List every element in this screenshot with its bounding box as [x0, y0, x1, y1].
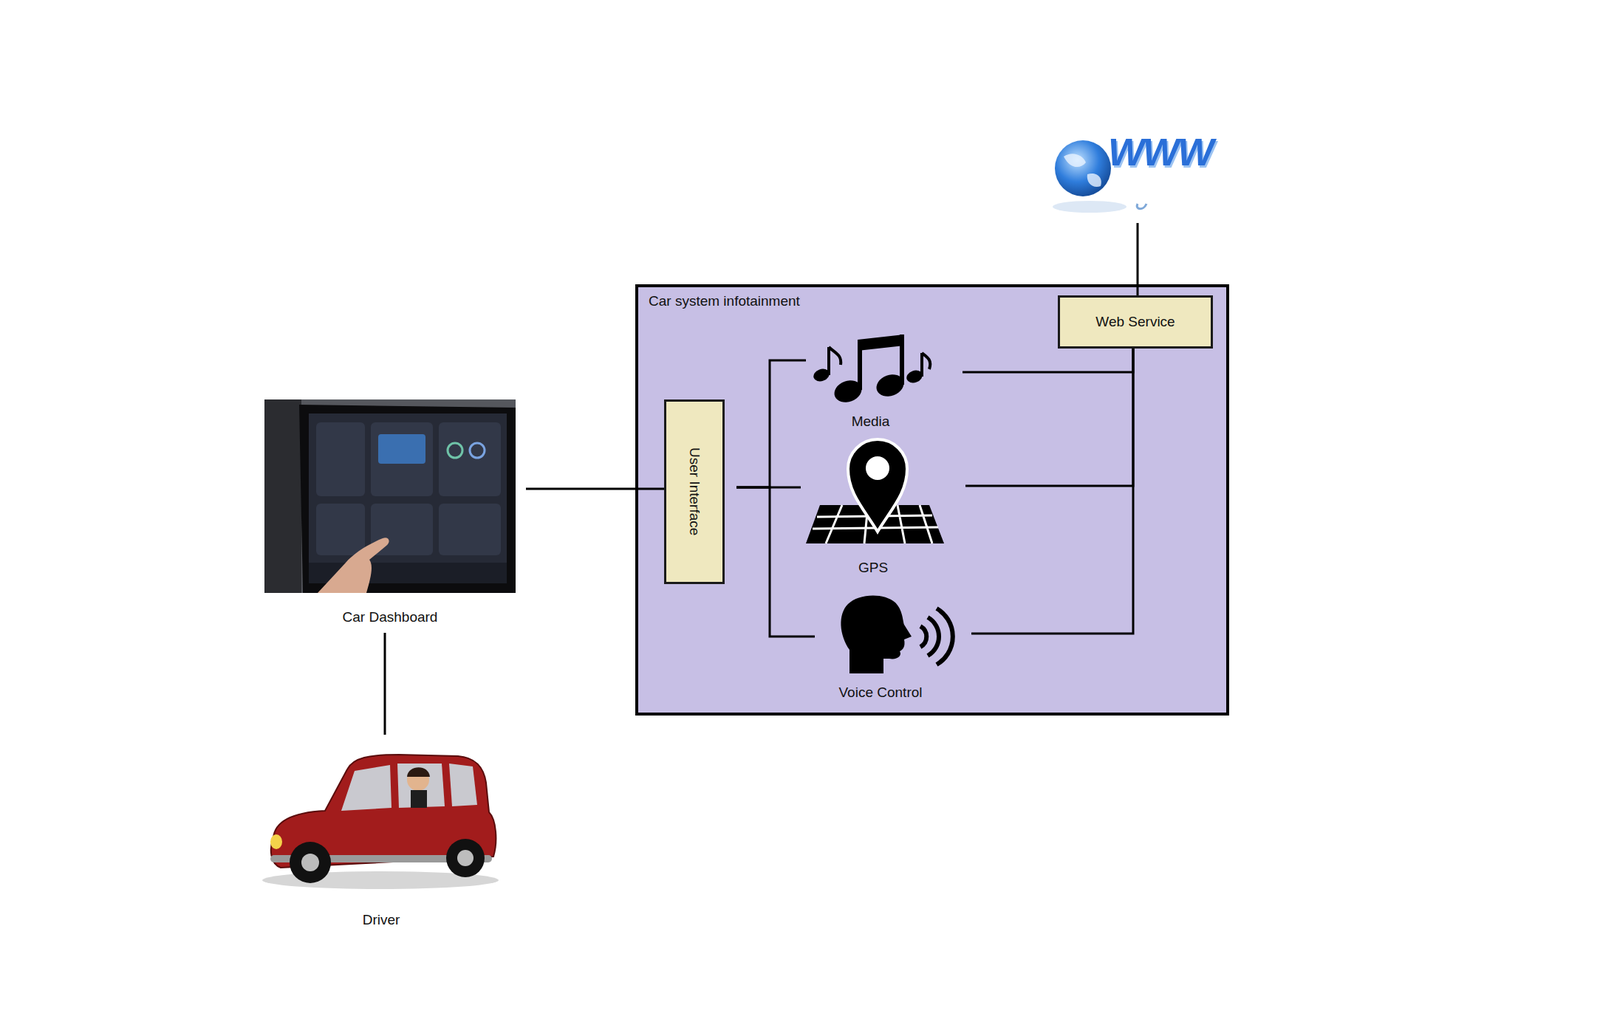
dashboard-photo: [316, 503, 365, 556]
dashboard-photo: [264, 399, 516, 594]
www-label: WWW: [1108, 132, 1213, 172]
car-illustration: [262, 754, 499, 890]
dashboard-photo: [370, 422, 433, 497]
connector-line: [384, 633, 387, 735]
infotainment-panel: [636, 285, 1228, 715]
car-illustration: [407, 767, 430, 778]
node-label: GPS: [858, 559, 888, 577]
car-illustration: [446, 839, 485, 878]
web-link-line: [1136, 223, 1140, 296]
gps-node: GPS: [800, 438, 946, 581]
gps-icon: [805, 439, 945, 544]
media-icon: [920, 353, 924, 377]
connector-line: [965, 348, 1134, 487]
dashboard-photo: [438, 503, 501, 556]
dashboard-photo: [299, 404, 516, 594]
globe-icon: [1054, 140, 1111, 197]
dashboard-photo: [264, 399, 302, 594]
car-illustration: [449, 763, 478, 807]
dashboard-photo: [447, 443, 463, 458]
car-illustration: [301, 853, 320, 872]
node-label: User Interface: [686, 447, 703, 536]
globe-icon: [1136, 203, 1147, 210]
globe-icon: [1063, 153, 1102, 187]
media-icon: [857, 334, 905, 351]
media-icon: [828, 347, 841, 365]
car-illustration: [457, 850, 474, 867]
dashboard-photo: [308, 413, 507, 584]
voice-node: Voice Control: [814, 594, 947, 706]
voice-icon: [936, 608, 953, 665]
node-label: Media: [851, 413, 891, 430]
globe-icon: [1052, 200, 1127, 213]
voice-icon: [927, 617, 939, 656]
gps-icon: [848, 439, 908, 532]
dashboard-photo: [469, 443, 485, 458]
dashboard-photo: [378, 434, 426, 464]
media-icon: [827, 347, 831, 376]
node-label: Car Dashboard: [342, 609, 439, 626]
node-label: Web Service: [1095, 313, 1175, 331]
connector-line: [971, 348, 1134, 634]
dashboard-photo: [316, 422, 365, 497]
car-illustration: [270, 834, 283, 850]
voice-icon: [920, 626, 927, 648]
voice-icon: [840, 595, 912, 674]
interface-box: User Interface: [664, 399, 725, 585]
dashboard-photo: [317, 537, 390, 594]
gps-icon: [865, 456, 890, 481]
service-box: Web Service: [1057, 295, 1213, 349]
connector-line: [525, 488, 665, 491]
node-label: Voice Control: [838, 684, 922, 702]
car-illustration: [410, 790, 427, 809]
voice-icon: [840, 595, 953, 674]
node-label: Driver: [362, 912, 401, 929]
car-illustration: [397, 763, 445, 809]
media-icon: [811, 334, 931, 407]
connector-line: [736, 360, 806, 488]
driver-node: Driver: [262, 734, 500, 933]
car-illustration: [341, 765, 392, 812]
car-illustration: [289, 842, 331, 884]
dashboard-node: Car Dashboard: [264, 399, 516, 631]
connector-line: [736, 487, 815, 637]
system-boundary: Car system infotainmentWeb ServiceUser I…: [636, 285, 1228, 715]
connector-line: [962, 348, 1134, 373]
dashboard-photo: [264, 399, 516, 594]
media-icon: [921, 353, 931, 370]
media-node: Media: [805, 330, 936, 435]
dashboard-photo: [438, 422, 501, 497]
